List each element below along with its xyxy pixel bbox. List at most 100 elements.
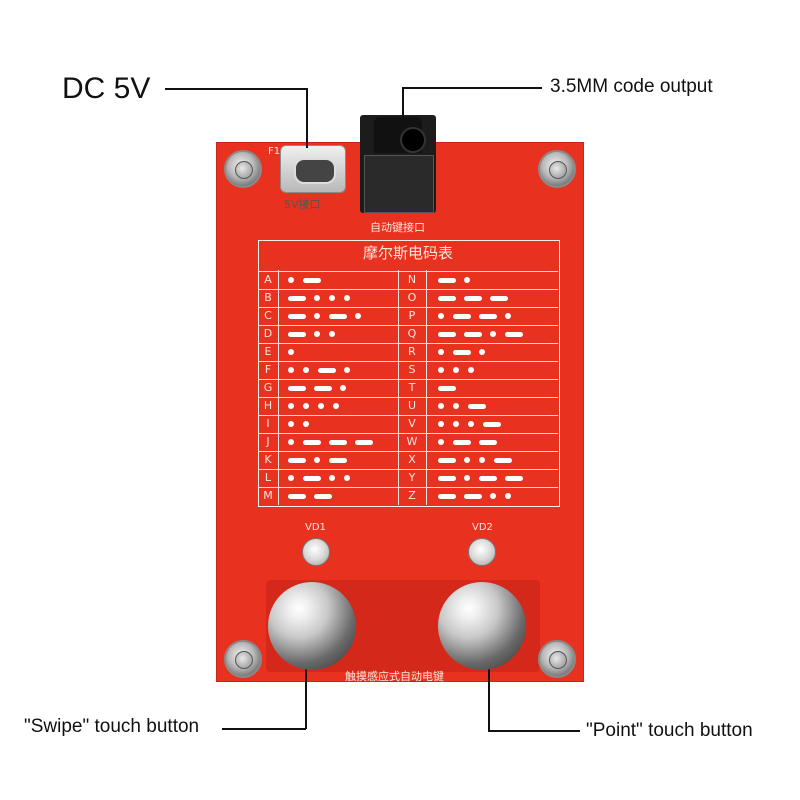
- swipe-button-label: "Swipe" touch button: [24, 716, 200, 737]
- morse-dot: [318, 403, 324, 409]
- morse-dash: [438, 385, 456, 391]
- morse-dot: [464, 457, 470, 463]
- morse-dot: [438, 349, 444, 355]
- morse-row: [258, 325, 398, 344]
- screw-bottom-right: [538, 640, 576, 678]
- morse-dot: [479, 457, 485, 463]
- morse-letter: L: [264, 471, 272, 484]
- morse-dash: [288, 385, 306, 391]
- morse-dot: [438, 367, 444, 373]
- morse-letter: M: [263, 489, 273, 502]
- morse-dash: [453, 439, 471, 445]
- morse-letter: K: [264, 453, 272, 466]
- bottom-board-label: 触摸感应式自动电键: [345, 670, 444, 683]
- morse-dash: [464, 331, 482, 337]
- morse-dash: [438, 277, 456, 283]
- morse-dot: [314, 313, 320, 319]
- morse-dash: [314, 493, 332, 499]
- morse-letter: R: [408, 345, 416, 358]
- morse-dot: [288, 439, 294, 445]
- morse-dash: [329, 457, 347, 463]
- morse-letter: X: [408, 453, 416, 466]
- morse-letter: W: [406, 435, 418, 448]
- vd1-label: VD1: [305, 522, 326, 533]
- usb-c-port[interactable]: [280, 145, 346, 193]
- morse-dot: [344, 475, 350, 481]
- morse-dash: [288, 493, 306, 499]
- morse-letter: Z: [408, 489, 416, 502]
- morse-row: [258, 307, 398, 326]
- morse-dot: [464, 475, 470, 481]
- table-divider: [398, 270, 399, 505]
- morse-dash: [288, 313, 306, 319]
- morse-dash: [479, 475, 497, 481]
- morse-dot: [288, 475, 294, 481]
- point-touch-button[interactable]: [438, 582, 526, 670]
- morse-letter: A: [264, 273, 272, 286]
- morse-dot: [438, 421, 444, 427]
- morse-row: [399, 379, 558, 398]
- morse-row: [258, 415, 398, 434]
- morse-dot: [490, 331, 496, 337]
- morse-letter: Y: [408, 471, 416, 484]
- morse-dash: [318, 367, 336, 373]
- morse-dot: [453, 403, 459, 409]
- morse-dash: [303, 439, 321, 445]
- morse-dash: [438, 493, 456, 499]
- morse-row: [399, 307, 558, 326]
- morse-dot: [453, 367, 459, 373]
- morse-dash: [483, 421, 501, 427]
- morse-row: [258, 397, 398, 416]
- morse-dot: [303, 403, 309, 409]
- led-vd1: [302, 538, 330, 566]
- morse-letter: J: [266, 435, 270, 448]
- usb-port-label: 5V接口: [284, 198, 321, 211]
- morse-dash: [479, 439, 497, 445]
- point-leader-v: [488, 640, 490, 731]
- morse-row: [399, 325, 558, 344]
- morse-letter: E: [264, 345, 272, 358]
- morse-dash: [438, 475, 456, 481]
- morse-dot: [303, 421, 309, 427]
- morse-dot: [438, 403, 444, 409]
- swipe-touch-button[interactable]: [268, 582, 356, 670]
- morse-table: [258, 240, 560, 507]
- screw-top-right: [538, 150, 576, 188]
- morse-letter: I: [266, 417, 270, 430]
- morse-row: [399, 271, 558, 290]
- morse-row: [399, 343, 558, 362]
- screw-top-left: [224, 150, 262, 188]
- morse-dash: [490, 295, 508, 301]
- morse-row: [258, 271, 398, 290]
- dc-leader-v: [306, 88, 308, 148]
- morse-dot: [344, 295, 350, 301]
- morse-dash: [355, 439, 373, 445]
- morse-row: [399, 451, 558, 470]
- morse-row: [399, 433, 558, 452]
- morse-dash: [303, 475, 321, 481]
- morse-dot: [438, 439, 444, 445]
- audio-output-label: 3.5MM code output: [550, 76, 713, 97]
- morse-row: [258, 433, 398, 452]
- morse-dot: [355, 313, 361, 319]
- morse-dash: [453, 313, 471, 319]
- morse-row: [258, 379, 398, 398]
- audio-jack[interactable]: [360, 115, 436, 213]
- morse-dot: [468, 421, 474, 427]
- morse-letter: F: [264, 363, 272, 376]
- morse-dash: [288, 457, 306, 463]
- morse-dash: [505, 331, 523, 337]
- morse-letter: V: [408, 417, 416, 430]
- morse-row: [399, 415, 558, 434]
- morse-dot: [505, 313, 511, 319]
- morse-row: [258, 469, 398, 488]
- morse-letter: T: [408, 381, 416, 394]
- morse-letter: N: [407, 273, 417, 286]
- morse-dash: [288, 331, 306, 337]
- morse-row: [399, 361, 558, 380]
- morse-row: [258, 289, 398, 308]
- morse-dot: [329, 475, 335, 481]
- morse-dot: [340, 385, 346, 391]
- morse-dot: [344, 367, 350, 373]
- dc-5v-label: DC 5V: [62, 72, 151, 105]
